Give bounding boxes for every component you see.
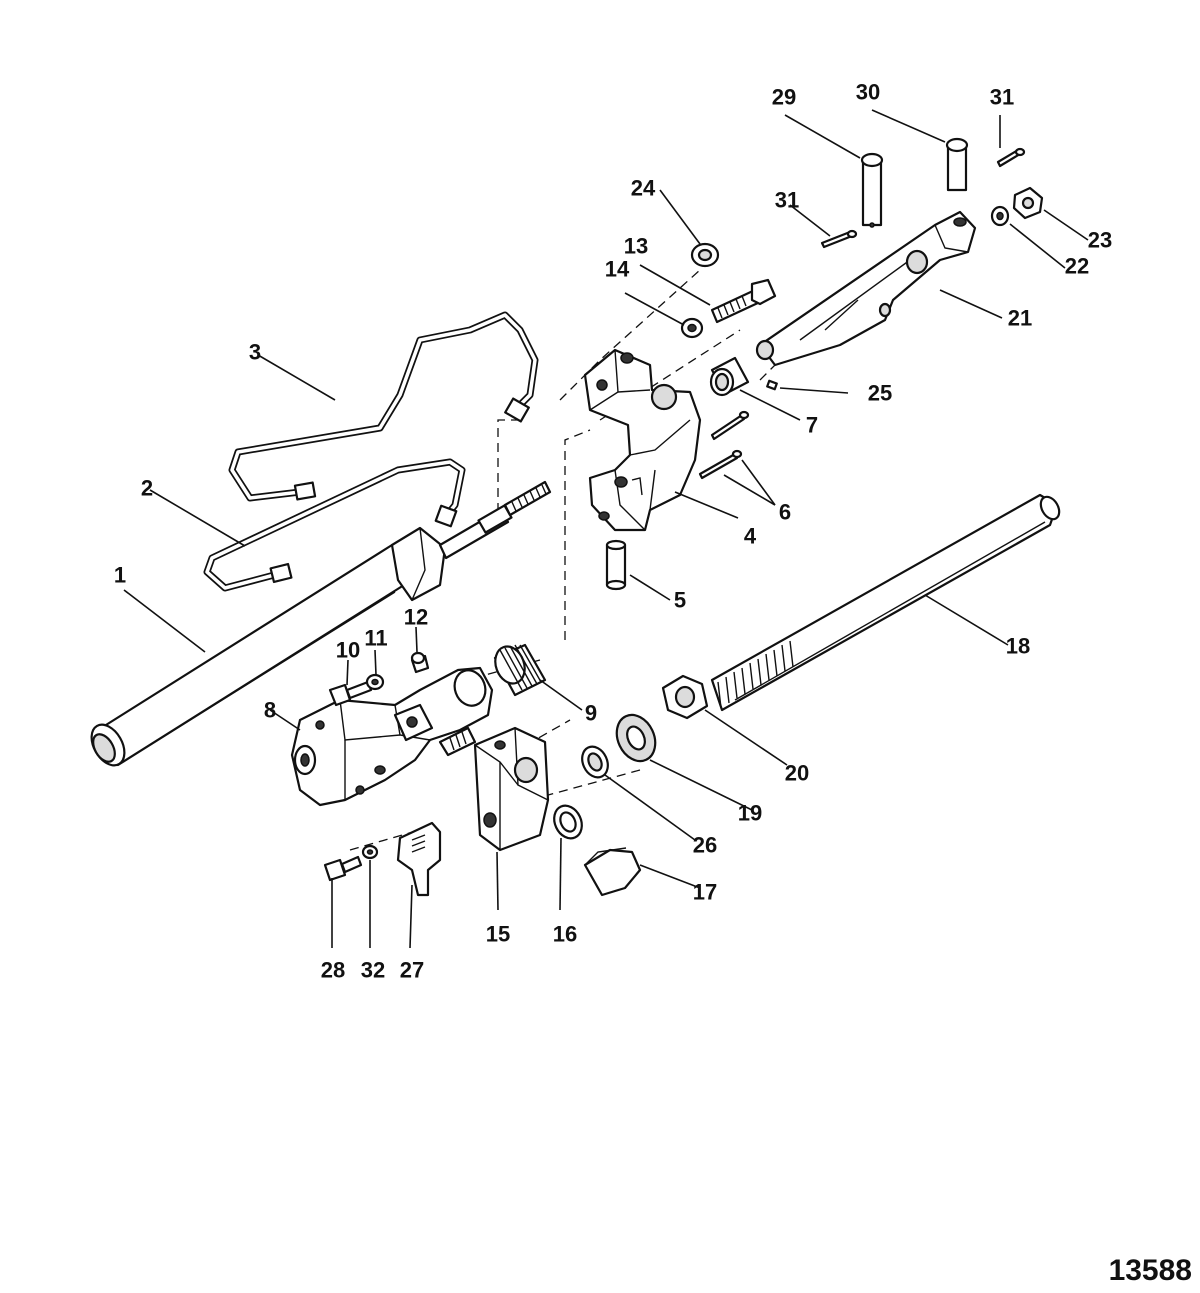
callout-22: 22	[1065, 254, 1089, 279]
tiller-arm	[755, 210, 977, 367]
callout-29: 29	[772, 85, 796, 110]
washer-14	[680, 317, 704, 339]
callout-32: 32	[361, 958, 385, 983]
callout-20: 20	[785, 761, 809, 786]
nut-24	[690, 242, 720, 268]
callout-labels: 1 2 3 4 5 6 7 8 9 10 11 12 13 14 15 16 1…	[114, 80, 1112, 983]
callout-25: 25	[868, 381, 892, 406]
seal-19	[615, 713, 657, 763]
screw-28	[323, 855, 363, 882]
washer-32	[361, 844, 379, 860]
callout-9: 9	[585, 701, 597, 726]
grease-fitting	[410, 651, 430, 674]
pin-25	[766, 379, 778, 391]
washer-22	[990, 205, 1010, 227]
callout-16: 16	[553, 922, 577, 947]
reference-number: 13588	[1109, 1254, 1192, 1287]
callout-17: 17	[693, 880, 717, 905]
clamp-block	[473, 726, 550, 852]
tie-bar	[710, 493, 1061, 712]
leader-lines	[123, 109, 1089, 949]
hydraulic-line-lower	[203, 458, 466, 592]
callout-28: 28	[321, 958, 345, 983]
callout-15: 15	[486, 922, 510, 947]
cotter-pins	[698, 410, 750, 480]
hex-nut-20	[661, 674, 709, 720]
threaded-sleeve	[493, 643, 547, 697]
lock-plate	[396, 821, 442, 897]
bushing	[709, 356, 750, 397]
callout-23: 23	[1088, 228, 1112, 253]
callout-4: 4	[744, 524, 757, 549]
callout-1: 1	[114, 563, 126, 588]
pin-30	[945, 137, 969, 192]
steering-cylinder	[90, 480, 552, 767]
callout-13: 13	[624, 234, 648, 259]
washer-11	[365, 673, 385, 691]
steering-bracket	[583, 348, 702, 532]
callout-3: 3	[249, 340, 261, 365]
washer-26	[581, 745, 609, 779]
nut-23	[1012, 186, 1044, 220]
pin-29	[860, 152, 884, 228]
callout-31b: 31	[775, 188, 799, 213]
control-valve	[290, 666, 494, 807]
bolt-13	[710, 278, 777, 324]
callout-26: 26	[693, 833, 717, 858]
bracket-pin	[605, 539, 627, 591]
callout-24: 24	[631, 176, 656, 201]
callout-5: 5	[674, 588, 686, 613]
bolt-17	[583, 847, 642, 897]
callout-30: 30	[856, 80, 880, 105]
callout-8: 8	[264, 698, 276, 723]
cotter-pin-31b	[820, 229, 858, 249]
callout-11: 11	[364, 626, 387, 651]
callout-19: 19	[738, 801, 762, 826]
callout-18: 18	[1006, 634, 1030, 659]
callout-21: 21	[1008, 306, 1032, 331]
hydraulic-line-upper	[228, 311, 539, 502]
lock-washer-16	[553, 804, 583, 840]
screw-10	[328, 680, 373, 707]
callout-2: 2	[141, 476, 153, 501]
callout-12: 12	[404, 605, 428, 630]
callout-27: 27	[400, 958, 424, 983]
callout-7: 7	[806, 413, 818, 438]
callout-6: 6	[779, 500, 791, 525]
callout-14: 14	[605, 257, 630, 282]
callout-31a: 31	[990, 85, 1014, 110]
cotter-pin-31a	[996, 147, 1026, 168]
callout-10: 10	[336, 638, 360, 663]
